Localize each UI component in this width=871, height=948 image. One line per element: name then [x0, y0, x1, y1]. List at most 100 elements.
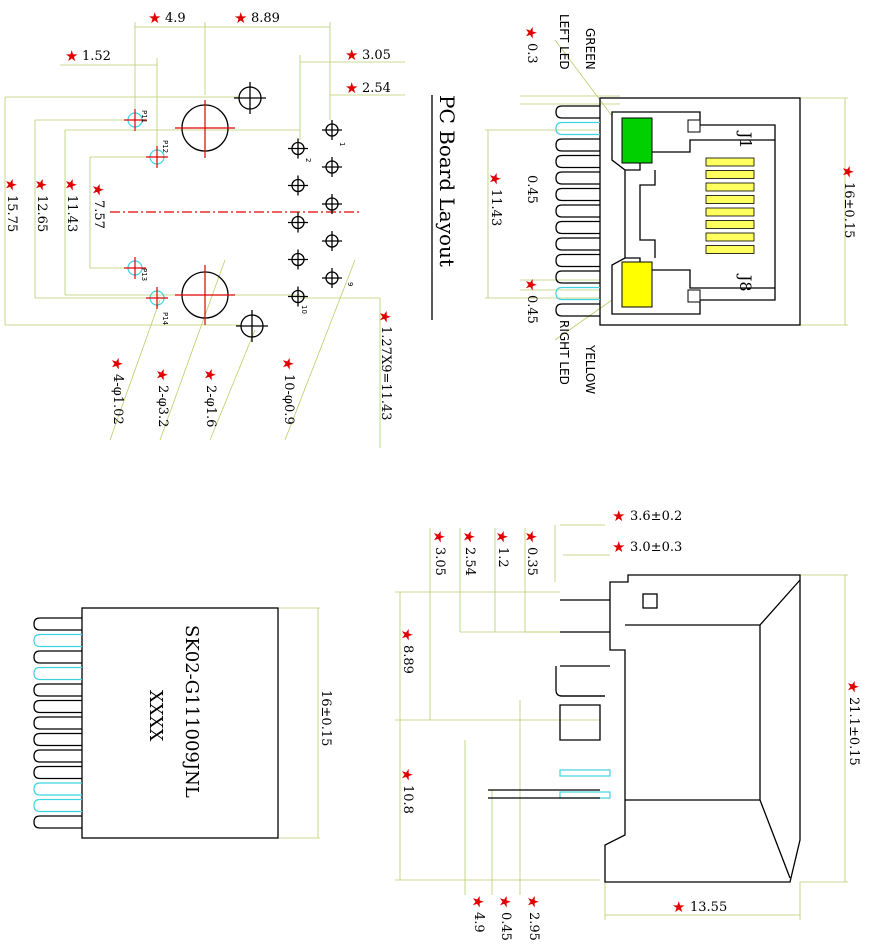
locating-hole [236, 310, 268, 342]
contact-pin [705, 182, 755, 192]
pin-lead [33, 815, 82, 829]
svg-text:★: ★ [612, 538, 625, 556]
contact-pin [705, 207, 755, 217]
signal-pin [288, 138, 308, 159]
dim-label: 4.9 [471, 912, 486, 933]
svg-text:★: ★ [486, 172, 504, 185]
pin-label: P14 [161, 312, 169, 326]
led-label: RIGHT LED [557, 320, 571, 385]
pin-lead [33, 666, 82, 681]
svg-text:★: ★ [430, 530, 448, 543]
dim-label: 0.45 [524, 295, 539, 324]
part-number: SK02-G111009JNL [181, 625, 202, 798]
green-led [621, 117, 653, 164]
shield-pin [146, 146, 168, 168]
pin-lead [33, 765, 82, 780]
pin-label: 2 [304, 158, 312, 162]
dim-label: 21.1±0.15 [846, 697, 861, 766]
signal-pin [322, 120, 342, 140]
svg-text:★: ★ [522, 26, 540, 39]
pin-label: P11 [140, 110, 148, 123]
svg-text:★: ★ [844, 680, 862, 693]
pin-lead [33, 749, 82, 763]
dim-label: 1.52 [82, 49, 111, 64]
pin-lead [555, 237, 600, 251]
dim-label: 12.65 [34, 195, 49, 232]
mounting-hole [175, 100, 235, 158]
pin-lead [555, 303, 600, 317]
led-label: YELLOW [583, 344, 597, 394]
pin-lead [33, 782, 82, 796]
shield-pin [124, 257, 146, 279]
dim-label: 3.6±0.2 [630, 509, 682, 524]
date-code: XXXX [145, 690, 166, 741]
pin-lead [555, 270, 600, 284]
pin-lead [555, 154, 600, 169]
signal-pin [322, 231, 342, 251]
hole-spec: 2-φ1.6 [203, 385, 218, 427]
svg-text:★: ★ [522, 530, 540, 543]
signal-pin [288, 286, 308, 307]
pin-lead [33, 617, 82, 631]
hole-spec: 2-φ3.2 [155, 385, 170, 427]
pin-lead [555, 121, 600, 136]
contact-pin [705, 220, 755, 229]
signal-pin [288, 175, 308, 196]
pin-lead [555, 171, 600, 185]
pin-lead [33, 732, 82, 747]
svg-text:★: ★ [32, 178, 50, 191]
svg-text:★: ★ [345, 79, 358, 97]
pin-lead [33, 650, 82, 664]
top-view: SK02-G111009JNL XXXX 16±0.15 [33, 607, 333, 839]
pin-lead [33, 716, 82, 730]
pin-lead [555, 204, 600, 218]
shield-pin [124, 109, 146, 131]
dim-label: 1.2 [495, 547, 510, 568]
dim-label: 8.89 [251, 11, 280, 26]
pin-lead [33, 683, 82, 697]
contact-pin [705, 195, 755, 204]
pin-lead [555, 253, 600, 268]
svg-text:★: ★ [234, 9, 247, 27]
contact-pin [705, 157, 755, 167]
yellow-led [621, 261, 653, 308]
svg-text:★: ★ [398, 768, 416, 781]
pc-board-layout: P11 P12 P13 P14 1 2 9 10 PC Board Layout… [2, 9, 459, 448]
dim-label: 16±0.15 [841, 182, 856, 238]
dim-label: 13.55 [690, 900, 727, 915]
svg-text:★: ★ [672, 898, 685, 916]
mounting-hole [175, 265, 235, 325]
dim-label: 0.45 [498, 912, 513, 941]
svg-text:★: ★ [345, 46, 358, 64]
dim-label: 1.27X9=11.43 [378, 326, 393, 421]
signal-pin [288, 212, 308, 233]
signal-pin [322, 194, 342, 214]
dim-label: 0.3 [524, 43, 539, 64]
dim-label: 0.35 [524, 547, 539, 576]
dim-label: 11.43 [488, 189, 503, 226]
svg-text:★: ★ [522, 278, 540, 291]
pin-lead [555, 286, 600, 301]
pin-label: 9 [346, 282, 354, 286]
svg-text:★: ★ [496, 895, 514, 908]
contact-pin [705, 232, 755, 242]
svg-text:★: ★ [148, 9, 161, 27]
contact-label: J8 [736, 273, 755, 292]
contact-label: J1 [736, 130, 755, 149]
pin-lead [555, 187, 600, 202]
pin-lead [33, 798, 82, 813]
jack-contacts [705, 157, 755, 254]
dim-label: 3.0±0.3 [630, 540, 682, 555]
svg-text:★: ★ [201, 368, 219, 381]
svg-text:★: ★ [62, 178, 80, 191]
dim-label: 2.54 [362, 81, 391, 96]
pin-label: 1 [338, 142, 346, 146]
svg-text:★: ★ [493, 530, 511, 543]
svg-text:★: ★ [839, 165, 857, 178]
dim-label: 2.95 [526, 912, 541, 941]
svg-text:★: ★ [469, 895, 487, 908]
board-layout-title: PC Board Layout [435, 95, 459, 267]
signal-pin-array [288, 120, 342, 307]
led-label: LEFT LED [557, 14, 571, 70]
